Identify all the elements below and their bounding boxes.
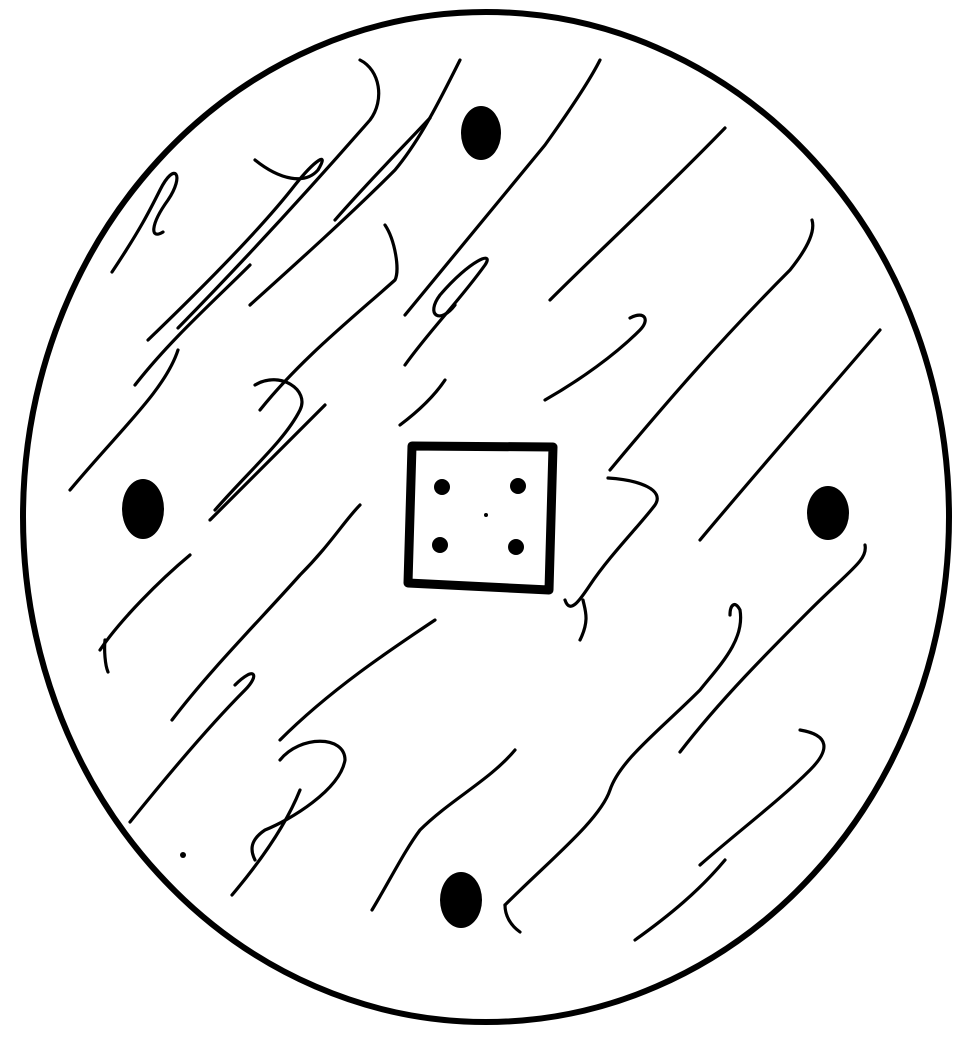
hatch-stroke bbox=[565, 478, 657, 606]
hatch-stroke bbox=[210, 405, 325, 520]
speck bbox=[180, 852, 186, 858]
hatch-stroke bbox=[610, 220, 813, 470]
bottom-dot bbox=[440, 872, 482, 928]
hatch-stroke bbox=[700, 330, 880, 540]
center-square-outline bbox=[408, 446, 553, 590]
hatch-stroke bbox=[700, 730, 824, 865]
left-dot bbox=[122, 479, 164, 539]
hatch-stroke bbox=[232, 790, 300, 895]
hatch-stroke bbox=[100, 555, 190, 650]
hatch-stroke bbox=[172, 505, 360, 720]
hatch-stroke bbox=[135, 265, 250, 385]
hatch-stroke bbox=[280, 620, 435, 740]
hatch-stroke bbox=[335, 118, 430, 220]
hatch-stroke bbox=[252, 741, 345, 860]
hatch-stroke bbox=[580, 600, 586, 640]
hatch-stroke bbox=[112, 173, 177, 272]
hatch-stroke bbox=[680, 545, 865, 752]
hatch-stroke bbox=[635, 860, 725, 940]
speck bbox=[484, 513, 488, 517]
hatch-stroke bbox=[250, 60, 460, 305]
wavy-hatching bbox=[70, 60, 880, 940]
hatch-stroke bbox=[400, 380, 445, 425]
square-dot-bottom-right bbox=[508, 539, 524, 555]
hatch-stroke bbox=[505, 905, 520, 932]
hatch-stroke bbox=[405, 258, 487, 365]
right-dot bbox=[807, 486, 849, 540]
hatch-stroke bbox=[178, 60, 379, 328]
hatch-stroke bbox=[545, 315, 645, 400]
center-square bbox=[408, 446, 553, 590]
hatch-stroke bbox=[260, 225, 397, 410]
hatch-stroke bbox=[70, 350, 178, 490]
hatch-stroke bbox=[405, 60, 600, 315]
top-dot bbox=[461, 106, 501, 160]
square-dot-bottom-left bbox=[432, 537, 448, 553]
hatch-stroke bbox=[215, 380, 302, 510]
hatch-stroke bbox=[105, 640, 108, 672]
square-dot-top-right bbox=[510, 478, 526, 494]
hatch-stroke bbox=[550, 128, 725, 300]
square-dot-top-left bbox=[434, 479, 450, 495]
